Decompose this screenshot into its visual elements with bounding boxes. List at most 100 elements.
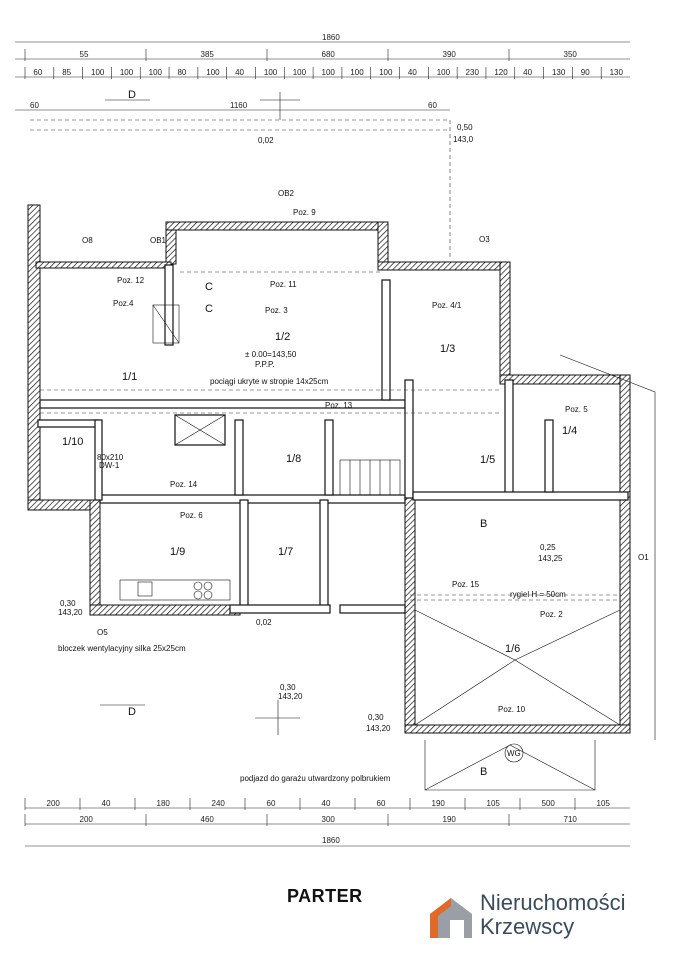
kitchen-fixtures: [119, 579, 231, 601]
section-marks: D D C C B B: [100, 89, 487, 778]
dim-label: 100: [379, 68, 393, 77]
dim-label: 105: [597, 799, 611, 808]
dim-label: 90: [581, 68, 590, 77]
staircase: [339, 459, 401, 496]
svg-text:0,02: 0,02: [256, 618, 272, 627]
dim-label: 40: [523, 68, 532, 77]
svg-text:Poz. 13: Poz. 13: [325, 401, 353, 410]
dim-label: 100: [437, 68, 451, 77]
overall-top-dim: 1860: [322, 33, 340, 42]
dim-label: 100: [91, 68, 105, 77]
svg-text:D: D: [128, 89, 136, 101]
house-logo-icon: [430, 898, 472, 938]
dim-label: 40: [235, 68, 244, 77]
dim-label: 190: [443, 815, 457, 824]
dim-label: 200: [47, 799, 61, 808]
dim-label: 60: [33, 68, 42, 77]
room-1-3: 1/3: [440, 343, 455, 355]
room-1-8: 1/8: [286, 453, 301, 465]
svg-text:B: B: [480, 518, 487, 530]
dim-label: 100: [322, 68, 336, 77]
bottom-dimension-chains: 1860: [25, 807, 630, 847]
svg-text:143,25: 143,25: [538, 554, 563, 563]
dim-label: 40: [322, 799, 331, 808]
dim-label: 200: [80, 815, 94, 824]
terrace-outline: 0,02 0,50 143,0: [30, 119, 474, 260]
dim-label: 100: [350, 68, 364, 77]
room-1-2: 1/2: [275, 331, 290, 343]
opening-labels: OB1 OB2 O8 O3 O5 O1: [82, 189, 649, 637]
svg-text:143,20: 143,20: [58, 608, 83, 617]
dim-label: 120: [494, 68, 508, 77]
dim-label: 180: [157, 799, 171, 808]
svg-text:Poz.4: Poz.4: [113, 299, 134, 308]
svg-text:143,20: 143,20: [366, 724, 391, 733]
dim-label: 40: [408, 68, 417, 77]
svg-text:Poz. 2: Poz. 2: [540, 610, 563, 619]
position-labels: Poz. 9 Poz. 11 Poz.4 Poz. 13 Poz. 14 Poz…: [113, 208, 526, 714]
dim-label: 40: [102, 799, 111, 808]
dim-label: 230: [466, 68, 480, 77]
svg-text:O5: O5: [97, 628, 108, 637]
svg-text:0,30: 0,30: [368, 713, 384, 722]
dim-label: 190: [432, 799, 446, 808]
svg-text:Poz. 6: Poz. 6: [180, 511, 203, 520]
dim-label: 85: [62, 68, 71, 77]
svg-text:Poz. 4/1: Poz. 4/1: [432, 301, 462, 310]
dim-label: 500: [542, 799, 556, 808]
svg-text:C: C: [205, 303, 213, 315]
room-1-9: 1/9: [170, 546, 185, 558]
svg-text:Poz. 3: Poz. 3: [265, 306, 288, 315]
svg-text:143,20: 143,20: [278, 692, 303, 701]
dim-label: 105: [487, 799, 501, 808]
room-1-10: 1/10: [62, 436, 83, 448]
exterior-walls: [27, 204, 631, 734]
room-1-7: 1/7: [278, 546, 293, 558]
garage-roof-lines: [414, 354, 656, 791]
svg-text:B: B: [480, 766, 487, 778]
svg-text:DW-1: DW-1: [99, 461, 120, 470]
room-1-5: 1/5: [480, 454, 495, 466]
svg-text:Poz. 11: Poz. 11: [270, 280, 297, 289]
svg-text:O3: O3: [479, 235, 490, 244]
dim-label: 60: [377, 799, 386, 808]
top-dimension-chains: 1860 60 1160 60: [15, 33, 630, 111]
dim-label: 100: [149, 68, 163, 77]
svg-text:pociągi ukryte w stropie 14x25: pociągi ukryte w stropie 14x25cm: [210, 377, 329, 386]
brand-logo-block: Nieruchomości Krzewscy: [428, 890, 668, 942]
svg-text:Poz. 15: Poz. 15: [452, 580, 480, 589]
svg-text:Poz. 12: Poz. 12: [117, 276, 145, 285]
dim-label: 680: [322, 50, 336, 59]
dim-label: 385: [201, 50, 215, 59]
fireplace: [152, 304, 180, 344]
svg-text:podjazd do garażu utwardzony p: podjazd do garażu utwardzony polbrukiem: [240, 774, 391, 783]
dim-label: 350: [564, 50, 578, 59]
svg-text:O8: O8: [82, 236, 93, 245]
room-labels: 1/1 Poz. 12 1/2 Poz. 3 1/3 Poz. 4/1 1/4 …: [62, 276, 588, 655]
svg-text:OB2: OB2: [278, 189, 295, 198]
svg-text:OB1: OB1: [150, 236, 167, 245]
dim-label: 80: [177, 68, 186, 77]
svg-text:0,02: 0,02: [258, 136, 274, 145]
svg-text:0,30: 0,30: [280, 683, 296, 692]
svg-text:0,50: 0,50: [457, 123, 473, 132]
svg-text:Poz. 14: Poz. 14: [170, 480, 198, 489]
dim-label: 100: [264, 68, 278, 77]
room-1-1: 1/1: [122, 371, 137, 383]
row3-mid-dim: 1160: [230, 101, 248, 110]
room-1-4: 1/4: [562, 425, 577, 437]
svg-text:± 0.00=143,50: ± 0.00=143,50: [245, 350, 297, 359]
dim-label: 300: [322, 815, 336, 824]
dim-label: 100: [206, 68, 220, 77]
svg-text:0,25: 0,25: [540, 543, 556, 552]
interior-walls: [37, 264, 629, 614]
beam-lines: [40, 271, 620, 601]
svg-text:C: C: [205, 281, 213, 293]
svg-text:80x210: 80x210: [97, 453, 124, 462]
floor-title: PARTER: [287, 886, 363, 906]
